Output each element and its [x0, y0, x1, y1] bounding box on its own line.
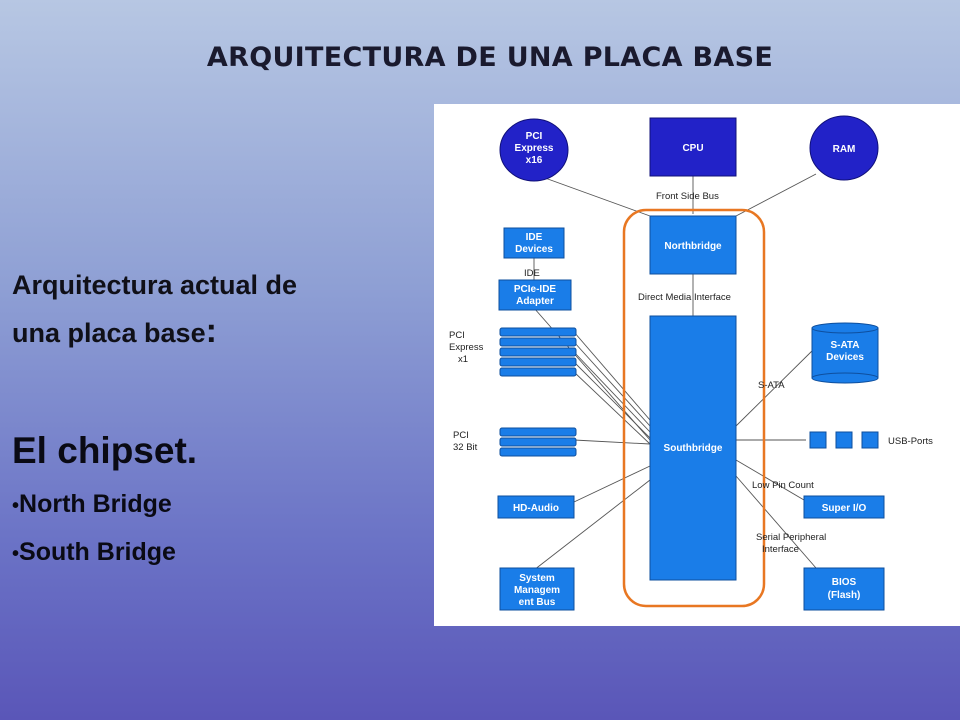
bullet-list: •North Bridge •South Bridge [12, 490, 176, 586]
pci32-slot [499, 437, 577, 447]
sata-label: S-ATA [758, 380, 785, 391]
pcie-x1-slots [499, 327, 577, 377]
ide-devices-node [503, 227, 565, 259]
pcie16-text-3: x16 [526, 155, 543, 166]
super-io-node [803, 495, 885, 519]
subtitle-line-1: Arquitectura actual de [12, 270, 298, 300]
pcie-x1-slot [499, 347, 577, 357]
hd-audio-text: HD-Audio [513, 503, 559, 514]
line-pcie1-e [573, 371, 651, 445]
usb-ports [809, 431, 879, 449]
ram-node [809, 115, 879, 181]
subtitle-line-2: una placa base: [12, 308, 432, 356]
bios-node [803, 567, 885, 611]
pcie16-text-1: PCI [526, 131, 543, 142]
line-pcie1-b [573, 341, 651, 427]
pcie-x1-slot [499, 327, 577, 337]
southbridge-node [649, 315, 737, 581]
line-spi [735, 475, 817, 569]
bios-text-2: (Flash) [828, 590, 861, 601]
line-pcie1-a [573, 331, 651, 421]
line-audio [573, 465, 651, 503]
southbridge-text: Southbridge [664, 443, 723, 454]
subtitle-line-2-text: una placa base [12, 318, 206, 348]
smbus-node [499, 567, 575, 611]
cpu-node [649, 117, 737, 177]
pcie-x1-slot [499, 337, 577, 347]
ide-label: IDE [524, 268, 540, 279]
pcie-x1-slot [499, 367, 577, 377]
sata-text-2: Devices [826, 352, 864, 363]
motherboard-diagram: PCI Express x16 CPU RAM Front Side Bus N… [434, 104, 960, 626]
ram-text: RAM [833, 144, 856, 155]
bullet-text: North Bridge [19, 490, 172, 518]
usb-port [809, 431, 827, 449]
usb-label: USB-Ports [888, 436, 933, 447]
line-sata [735, 347, 816, 427]
super-io-text: Super I/O [822, 503, 867, 514]
bullet-north-bridge: •North Bridge [12, 490, 172, 518]
northbridge-node [649, 215, 737, 275]
subtitle-colon: : [205, 312, 217, 350]
chipset-outline [622, 208, 766, 608]
line-pcie16-north [533, 173, 651, 217]
line-ram-north [735, 173, 817, 217]
slide-title: ARQUITECTURA DE UNA PLACA BASE [206, 42, 774, 73]
ide-devices-text-2: Devices [515, 244, 553, 255]
pci32-slot [499, 447, 577, 457]
usb-port [835, 431, 853, 449]
ide-devices-text-1: IDE [526, 232, 543, 243]
line-smbus [533, 479, 651, 571]
pcie-x1-slot [499, 357, 577, 367]
sata-devices-node [811, 322, 879, 384]
line-pci32 [573, 439, 651, 445]
sata-body [811, 327, 879, 379]
pcie-x1-label-3: x1 [458, 354, 468, 365]
smbus-text-2: Managem [514, 585, 560, 596]
cpu-text: CPU [682, 143, 703, 154]
pcie16-node [499, 118, 569, 182]
pcie-ide-adapter-node [498, 279, 572, 311]
subtitle: Arquitectura actual de una placa base: [12, 262, 432, 356]
sata-top [811, 322, 879, 334]
smbus-text-3: ent Bus [519, 597, 556, 608]
chipset-heading: El chipset. [12, 430, 198, 471]
pci32-slots [499, 427, 577, 457]
line-pcie1-c [573, 351, 651, 433]
bios-text-1: BIOS [832, 577, 857, 588]
bullet-south-bridge: •South Bridge [12, 538, 176, 566]
lpc-label: Low Pin Count [752, 480, 814, 491]
bullet-text: South Bridge [19, 538, 176, 566]
line-pcie1-d [573, 361, 651, 439]
pci32-label-2: 32 Bit [453, 442, 478, 453]
pci32-label-1: PCI [453, 430, 469, 441]
sata-bottom [811, 372, 879, 384]
pci32-slot [499, 427, 577, 437]
hd-audio-node [497, 495, 575, 519]
spi-label-2: Interface [762, 544, 799, 555]
pcie-ide-text-2: Adapter [516, 296, 554, 307]
smbus-text-1: System [519, 573, 555, 584]
pcie16-text-2: Express [515, 143, 554, 154]
spi-label-1: Serial Peripheral [756, 532, 826, 543]
sata-text-1: S-ATA [830, 340, 859, 351]
northbridge-text: Northbridge [664, 241, 722, 252]
pcie-x1-label-1: PCI [449, 330, 465, 341]
diagram-svg: PCI Express x16 CPU RAM Front Side Bus N… [449, 115, 933, 611]
line-lpc [735, 459, 805, 501]
dmi-label: Direct Media Interface [638, 292, 731, 303]
pcie-x1-label-2: Express [449, 342, 484, 353]
usb-port [861, 431, 879, 449]
fsb-label: Front Side Bus [656, 191, 719, 202]
pcie-ide-text-1: PCIe-IDE [514, 284, 557, 295]
